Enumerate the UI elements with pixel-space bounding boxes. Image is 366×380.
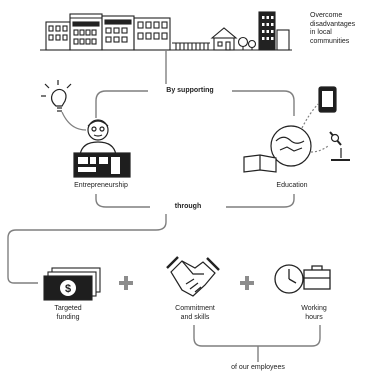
handshake-icon [166,256,220,297]
means-line: funding [56,313,80,321]
flow-connectors [7,50,321,362]
money-icon: $ [43,267,101,301]
headline-line: communities [310,37,350,45]
education-label: Education [276,182,308,189]
clock-briefcase-icon [274,264,331,294]
headline-line: disadvantages [310,20,356,28]
education-icon [243,86,350,173]
means-line: Working [301,305,327,312]
means-line: Targeted [54,305,82,312]
through-label: through [174,203,202,210]
connector-from-entrepreneurship [95,194,150,208]
svg-text:$: $ [65,283,71,295]
connector-from-education [226,194,295,208]
means-line: hours [305,313,323,321]
headline-line: Overcome [310,12,343,19]
connector-to-means [7,214,167,284]
headline-text: Overcome disadvantages in local communit… [310,12,364,46]
commitment-skills-label: Commitment and skills [160,305,230,322]
lightbulb-icon [41,80,87,131]
city-skyline-icon [40,11,292,51]
working-hours-label: Working hours [282,305,346,322]
by-supporting-label: By supporting [166,87,214,94]
headline-line: in local [310,29,332,36]
plus-icon [119,276,133,290]
of-our-employees-label: of our employees [231,364,285,371]
connector-to-education [232,90,295,116]
targeted-funding-label: Targeted funding [36,305,100,322]
entrepreneur-icon [73,119,131,178]
entrepreneurship-label: Entrepreneurship [74,182,128,189]
means-line: and skills [180,313,210,321]
connector-employees-bracket [193,325,321,347]
plus-icon [240,276,254,290]
connector-to-entrepreneurship [95,90,148,118]
means-line: Commitment [175,305,215,312]
